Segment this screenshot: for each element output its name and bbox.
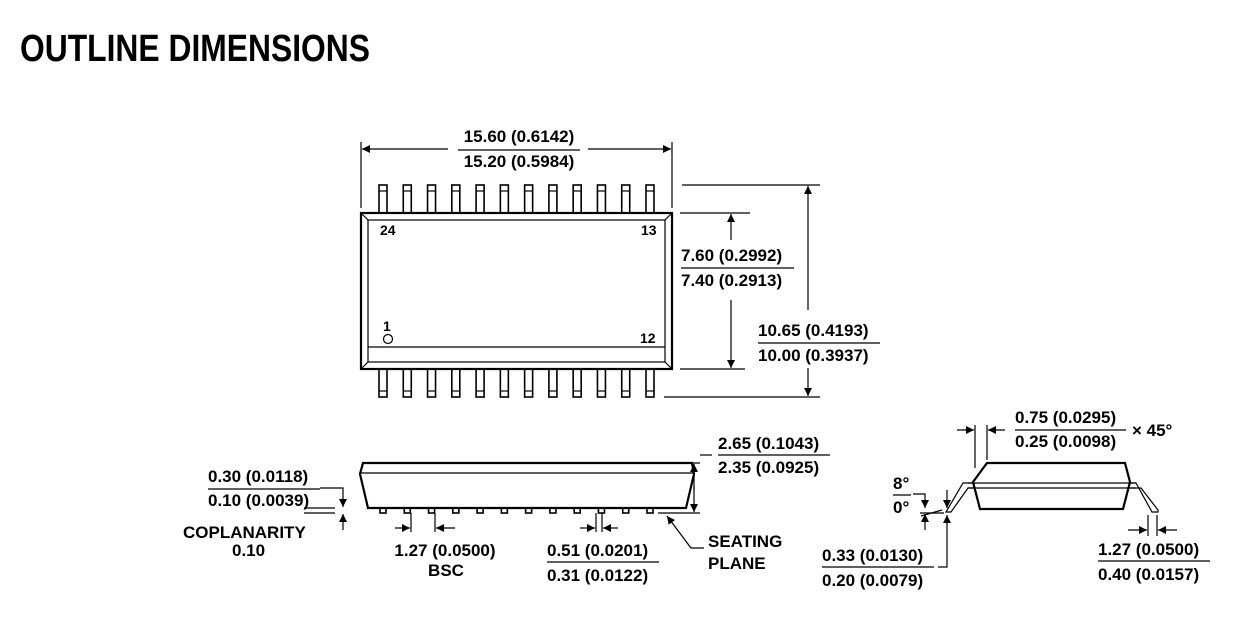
pitch-note: BSC	[428, 561, 464, 580]
standoff-max: 0.30 (0.0118)	[208, 467, 308, 486]
pin-bottom	[451, 368, 461, 398]
pin-bottom	[620, 368, 631, 398]
pitch-value: 1.27 (0.0500)	[394, 541, 495, 560]
pin-top	[596, 184, 607, 214]
pin-bottom	[402, 368, 413, 398]
pin-top	[475, 184, 485, 214]
pin-top	[426, 184, 437, 214]
height-min: 2.35 (0.0925)	[718, 458, 819, 477]
length-min: 15.20 (0.5984)	[464, 152, 575, 171]
side-view: 2.65 (0.1043) 2.35 (0.0925) 0.30 (0.0118…	[183, 434, 830, 585]
pin-bottom	[548, 368, 558, 398]
pin-bottom	[523, 368, 534, 398]
side-body	[358, 461, 696, 510]
pin-top	[499, 184, 510, 214]
pin1-marker-icon	[382, 333, 394, 345]
page-title: OUTLINE DIMENSIONS	[20, 28, 370, 70]
pin-top	[378, 184, 388, 214]
pin-top	[620, 184, 631, 214]
angle-max: 8°	[893, 474, 909, 493]
lead-thickness-max: 0.33 (0.0130)	[822, 546, 923, 565]
chamfer-suffix: × 45°	[1132, 421, 1173, 440]
coplanarity-label: COPLANARITY	[183, 523, 306, 542]
pin-label-24: 24	[380, 222, 396, 238]
pin-top	[548, 184, 558, 214]
pin-bottom	[499, 368, 510, 398]
end-view: 0.75 (0.0295) 0.25 (0.0098) × 45° 8° 0° …	[822, 408, 1210, 590]
pin-bottom	[426, 368, 437, 398]
pin-top	[523, 184, 534, 214]
pin-label-1: 1	[383, 318, 391, 334]
seating-plane-label-1: SEATING	[708, 532, 782, 551]
lead-width-min: 0.31 (0.0122)	[547, 566, 648, 585]
foot-length-max: 1.27 (0.0500)	[1098, 540, 1199, 559]
pin-top	[645, 184, 655, 214]
pin-bottom	[645, 368, 655, 398]
foot-length-min: 0.40 (0.0157)	[1098, 565, 1199, 584]
pin-top	[451, 184, 461, 214]
lead-thickness-min: 0.20 (0.0079)	[822, 571, 923, 590]
chamfer-min: 0.25 (0.0098)	[1015, 432, 1116, 451]
pin-bottom	[475, 368, 485, 398]
body-width-max: 7.60 (0.2992)	[681, 246, 782, 265]
package-body	[359, 211, 674, 371]
height-max: 2.65 (0.1043)	[718, 434, 819, 453]
overall-width-max: 10.65 (0.4193)	[758, 321, 869, 340]
pin-label-12: 12	[640, 330, 656, 346]
lead-width-max: 0.51 (0.0201)	[547, 541, 648, 560]
chamfer-max: 0.75 (0.0295)	[1015, 408, 1116, 427]
angle-min: 0°	[893, 498, 909, 517]
top-view: 24 13 1 12 15.60 (0.6142) 15.20 (0.5984)…	[359, 127, 880, 398]
overall-width-min: 10.00 (0.3937)	[758, 346, 869, 365]
pin-top	[572, 184, 582, 214]
length-max: 15.60 (0.6142)	[464, 127, 575, 146]
pin-top	[402, 184, 413, 214]
coplanarity-value: 0.10	[232, 541, 265, 560]
seating-plane-label-2: PLANE	[708, 554, 766, 573]
body-width-min: 7.40 (0.2913)	[681, 271, 782, 290]
pin-bottom	[596, 368, 607, 398]
end-body	[971, 461, 1132, 511]
pin-label-13: 13	[641, 222, 657, 238]
pin-bottom	[378, 368, 388, 398]
pin-bottom	[572, 368, 582, 398]
standoff-min: 0.10 (0.0039)	[208, 491, 309, 510]
